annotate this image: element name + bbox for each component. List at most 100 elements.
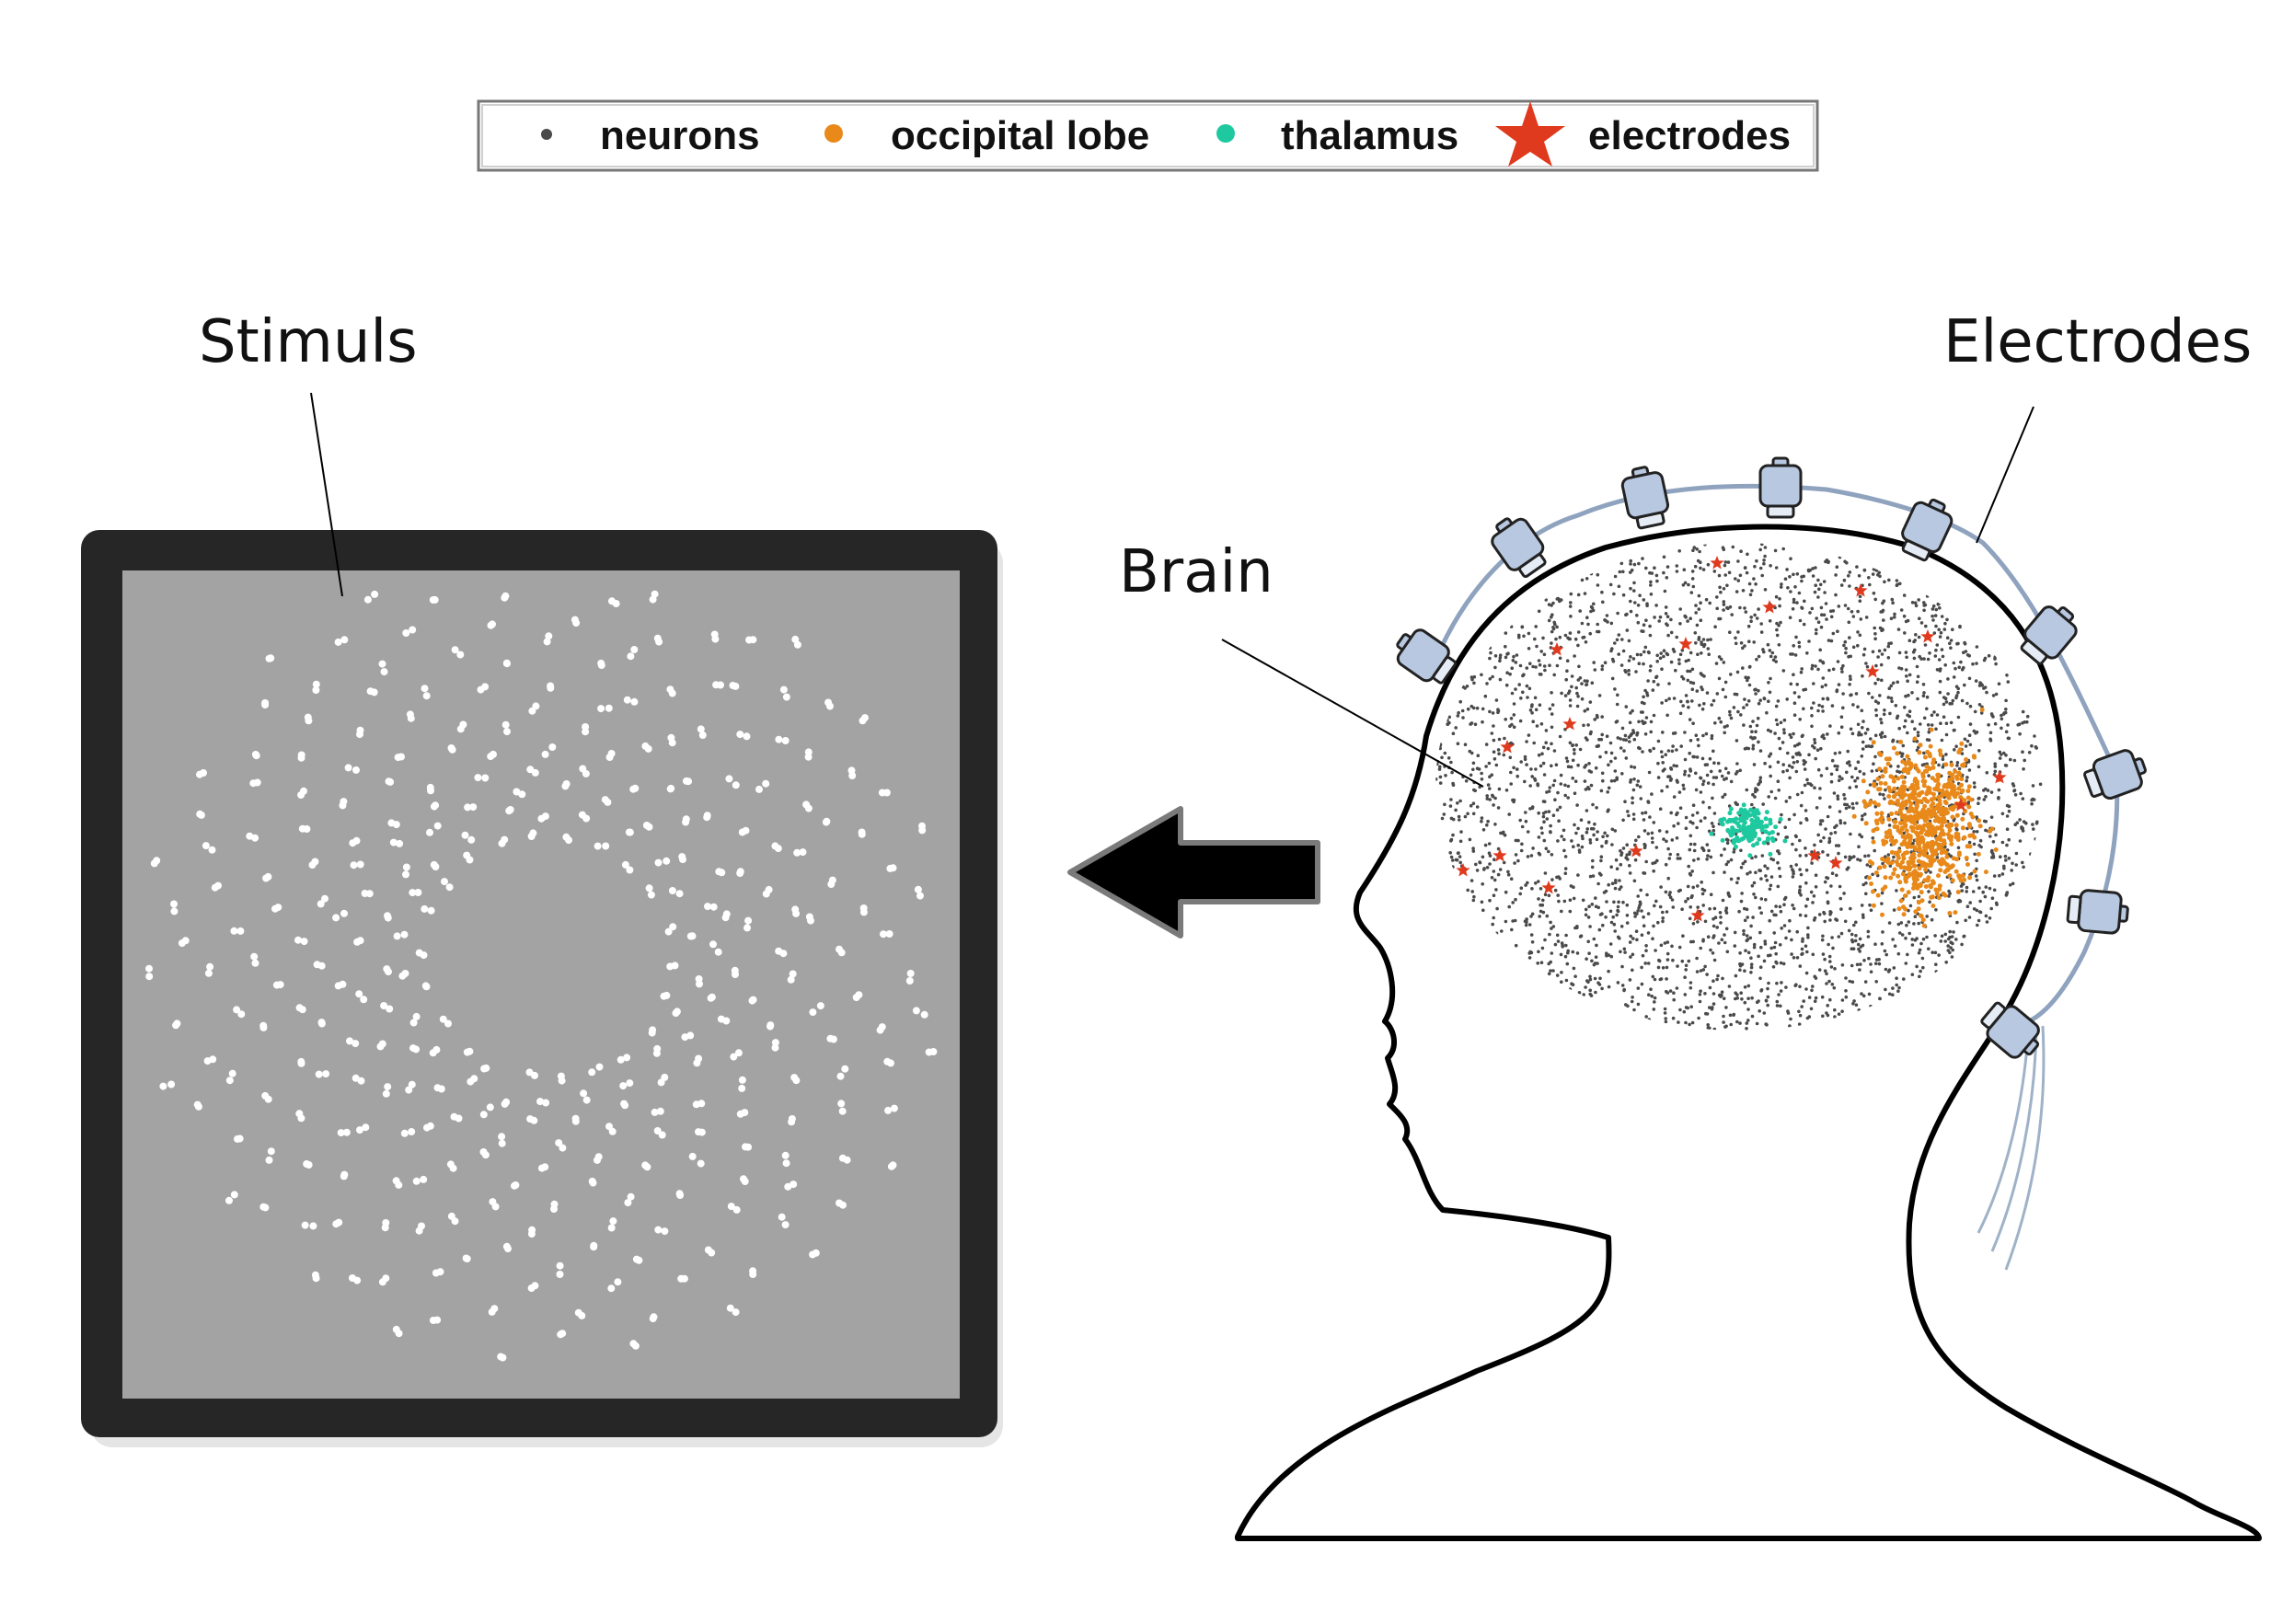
neuron-point (1806, 926, 1810, 930)
neuron-point (1675, 635, 1678, 639)
stimulus-dot (461, 831, 469, 839)
neuron-point (1472, 894, 1476, 899)
neuron-point (1590, 959, 1594, 963)
stimulus-dot (355, 990, 363, 998)
neuron-point (1769, 789, 1773, 794)
neuron-point (1723, 792, 1727, 797)
occipital-lobe-point (1886, 785, 1892, 790)
neuron-point (1786, 751, 1790, 755)
neuron-point (1468, 837, 1472, 842)
thalamus-point (1757, 836, 1762, 842)
neuron-point (1630, 999, 1634, 1004)
occipital-lobe-point (1921, 783, 1927, 789)
neuron-point (2031, 784, 2035, 788)
thalamus-point (1709, 831, 1714, 836)
stimulus-dot (228, 1069, 236, 1077)
thalamus-point (1756, 818, 1761, 824)
neuron-point (1628, 740, 1631, 743)
stimulus-dot (738, 828, 746, 836)
occipital-lobe-point (1926, 824, 1931, 830)
neuron-point (1746, 552, 1749, 557)
neuron-point (1835, 767, 1839, 772)
neuron-point (1623, 800, 1627, 803)
occipital-lobe-point (1922, 803, 1928, 809)
neuron-point (1504, 644, 1507, 649)
neuron-point (1821, 1014, 1825, 1019)
neuron-point (1652, 869, 1655, 873)
neuron-point (1895, 983, 1898, 987)
neuron-point (1806, 568, 1811, 572)
neuron-point (1768, 754, 1771, 758)
neuron-point (2018, 839, 2023, 843)
neuron-point (1637, 561, 1641, 566)
neuron-point (1807, 996, 1812, 999)
neuron-point (1646, 679, 1650, 683)
neuron-point (1856, 858, 1860, 861)
neuron-point (1695, 755, 1700, 759)
neuron-point (1615, 867, 1619, 870)
neuron-point (1514, 687, 1517, 691)
neuron-point (1739, 713, 1743, 717)
neuron-point (1654, 846, 1659, 849)
neuron-point (1798, 985, 1802, 988)
neuron-point (1691, 885, 1695, 890)
neuron-point (1464, 779, 1469, 783)
neuron-point (1700, 892, 1705, 896)
neuron-point (1904, 962, 1908, 965)
neuron-point (1657, 619, 1661, 623)
neuron-point (1858, 833, 1861, 836)
neuron-point (1542, 820, 1546, 824)
neuron-point (1539, 722, 1544, 726)
stimulus-dot (315, 1070, 323, 1078)
neuron-point (1772, 945, 1777, 950)
occipital-lobe-point (1955, 835, 1961, 840)
neuron-point (1967, 916, 1972, 919)
neuron-point (1729, 779, 1734, 784)
neuron-point (1869, 744, 1873, 749)
neuron-point (1701, 568, 1706, 571)
neuron-point (1625, 843, 1629, 847)
occipital-lobe-point (1929, 813, 1934, 819)
occipital-lobe-point (1873, 818, 1879, 824)
neuron-point (1794, 983, 1798, 986)
neuron-point (1658, 615, 1663, 619)
stimulus-dot (145, 973, 154, 981)
neuron-point (1692, 858, 1696, 862)
neuron-point (1540, 946, 1545, 950)
occipital-lobe-point (1933, 887, 1939, 893)
neuron-point (1635, 733, 1639, 737)
stimulus-dot (378, 660, 386, 668)
stimulus-dot (412, 1012, 421, 1020)
neuron-point (1541, 745, 1546, 750)
stimulus-dot (402, 629, 410, 637)
neuron-point (1973, 852, 1977, 857)
neuron-point (1893, 944, 1897, 948)
neuron-point (1526, 696, 1529, 699)
neuron-point (1572, 896, 1576, 901)
neuron-point (1750, 802, 1754, 807)
neuron-point (1921, 683, 1926, 686)
neuron-point (1898, 582, 1902, 586)
neuron-point (1758, 965, 1763, 969)
stimulus-dot (574, 1308, 582, 1317)
stimulus-dot (626, 1079, 634, 1088)
neuron-point (1943, 621, 1947, 626)
occipital-lobe-point (1935, 772, 1941, 777)
neuron-point (1853, 939, 1858, 943)
neuron-point (1665, 991, 1670, 995)
stimulus-dot (673, 1008, 681, 1016)
neuron-point (1939, 939, 1943, 943)
neuron-point (1628, 720, 1632, 725)
neuron-point (1882, 712, 1886, 717)
neuron-point (1769, 564, 1772, 568)
stimulus-dot (170, 907, 179, 916)
neuron-point (1699, 969, 1703, 973)
occipital-lobe-point (1930, 904, 1936, 908)
stimulus-dot (477, 685, 485, 694)
stimulus-dot (259, 1203, 268, 1211)
neuron-point (1496, 872, 1501, 877)
neuron-point (1537, 897, 1540, 901)
neuron-point (1545, 817, 1550, 821)
neuron-point (1934, 624, 1938, 628)
neuron-point (1983, 685, 1988, 689)
